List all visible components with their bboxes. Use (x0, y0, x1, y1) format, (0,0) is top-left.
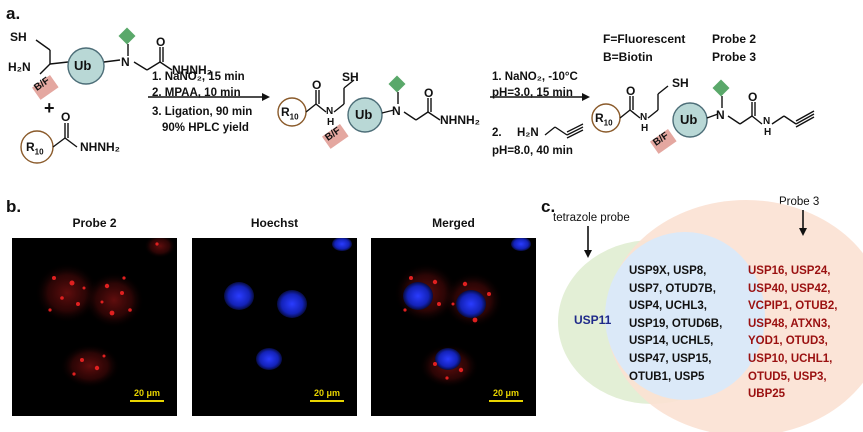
o-label-2: O (61, 110, 71, 124)
o-label-5: O (626, 84, 636, 98)
venn-circle-overlap (605, 232, 765, 400)
r10-hydrazide (20, 123, 78, 164)
h-label-6: H (764, 127, 772, 138)
n-label-6: N (763, 116, 771, 127)
venn-usp11: USP11 (574, 313, 612, 327)
venn-probe3-list: USP16, USP24, USP40, USP42, VCPIP1, OTUB… (748, 263, 837, 404)
scale-bar-label-2: 20 μm (314, 388, 341, 398)
overlap-line-6: USP47, USP15, (629, 352, 712, 365)
overlap-line-5: USP14, UCHL5, (629, 335, 714, 348)
step1-cond-2: 2. MPAA, 10 min (152, 87, 241, 99)
probe2-micrograph: 20 μm (12, 234, 177, 416)
intermediate-product (277, 75, 441, 149)
sh-label-2: SH (342, 70, 359, 84)
tetrazole-probe-label: tetrazole probe (553, 212, 630, 224)
nhnh2-label-1: NHNH₂ (172, 63, 212, 77)
nhnh2-label-2: NHNH₂ (80, 140, 120, 154)
reaction-scheme (20, 27, 815, 164)
alkyne-amine-label: H₂N (517, 127, 539, 139)
o-label-3: O (312, 78, 322, 92)
overlap-line-3: USP4, UCHL3, (629, 300, 707, 313)
overlap-line-7: OTUB1, USP5 (629, 370, 705, 383)
ub-label-2: Ub (355, 107, 373, 122)
final-probe (591, 79, 815, 154)
probe3-line-7: OTUD5, USP3, (748, 370, 827, 383)
h-label-4: H (641, 123, 649, 134)
legend-fluorescent: F=Fluorescent (603, 32, 686, 46)
probe3-line-3: VCPIP1, OTUB2, (748, 300, 838, 313)
scale-bar-label-3: 20 μm (493, 388, 520, 398)
o-label-4: O (424, 86, 434, 100)
hoechst-micrograph: 20 μm (192, 237, 357, 416)
probe3-label-a: Probe 3 (712, 50, 757, 64)
o-label-6: O (748, 90, 758, 104)
n-label-3: N (392, 104, 401, 118)
probe3-line-5: YOD1, OTUD3, (748, 335, 828, 348)
merged-image-title: Merged (432, 216, 475, 230)
step2-cond-3: 2. (492, 127, 502, 139)
overlap-line-2: USP7, OTUD7B, (629, 282, 716, 295)
step1-yield: 90% HPLC yield (162, 122, 249, 134)
panel-b-label: b. (6, 197, 22, 216)
n-label-4: N (640, 112, 648, 123)
venn-overlap-list: USP9X, USP8, USP7, OTUD7B, USP4, UCHL3, … (629, 263, 722, 386)
probe3-label-c: Probe 3 (779, 196, 820, 208)
r10-label-2: R10 (281, 105, 299, 122)
step2-cond-2: pH=3.0, 15 min (492, 87, 573, 99)
starting-ub-hydrazide (31, 27, 173, 100)
overlap-line-4: USP19, OTUD6B, (629, 317, 723, 330)
sh-label-3: SH (672, 76, 689, 90)
venn-diagram (558, 200, 863, 432)
plus-sign: + (44, 98, 55, 118)
n-label-1: N (121, 55, 130, 69)
step1-cond-3: 3. Ligation, 90 min (152, 106, 253, 118)
h-label-2: H (327, 117, 335, 128)
overlap-line-1: USP9X, USP8, (629, 265, 707, 277)
r10-label-3: R10 (595, 111, 613, 128)
n-label-2: N (326, 106, 334, 117)
nhnh2-label-3: NHNH₂ (440, 113, 480, 127)
legend-biotin: B=Biotin (603, 50, 653, 64)
probe3-line-6: USP10, UCHL1, (748, 352, 833, 365)
probe2-label: Probe 2 (712, 32, 757, 46)
hoechst-image-title: Hoechst (250, 216, 299, 230)
probe3-line-4: USP48, ATXN3, (748, 317, 831, 330)
probe3-line-8: UBP25 (748, 388, 786, 401)
panel-c-label: c. (541, 197, 556, 216)
merged-micrograph: 20 μm (371, 237, 536, 416)
n-label-5: N (716, 108, 725, 122)
step2-cond-1: 1. NaNO₂, -10°C (492, 71, 578, 83)
panel-a-label: a. (6, 4, 21, 23)
probe2-image-title: Probe 2 (72, 216, 117, 230)
ub-label-1: Ub (74, 58, 92, 73)
probe3-line-1: USP16, USP24, (748, 265, 831, 277)
step2-cond-4: pH=8.0, 40 min (492, 145, 573, 157)
o-label-1: O (156, 35, 166, 49)
r10-label-1: R10 (26, 140, 44, 157)
probe3-line-2: USP40, USP42, (748, 282, 831, 295)
scale-bar-label-1: 20 μm (134, 388, 161, 398)
ub-label-3: Ub (680, 112, 698, 127)
step1-cond-1: 1. NaNO₂, 15 min (152, 71, 245, 83)
sh-label-1: SH (10, 30, 27, 44)
h2n-label: H₂N (8, 60, 31, 74)
